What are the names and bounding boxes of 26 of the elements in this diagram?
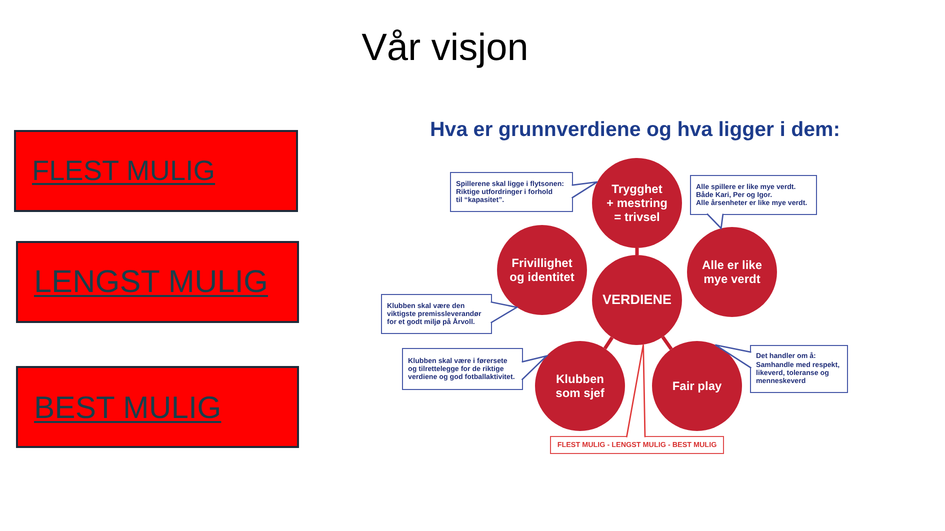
center-label: VERDIENE: [602, 293, 672, 307]
goal-box: [14, 130, 298, 212]
goal-link: LENGST MULIG: [34, 266, 268, 298]
callout-pointer: [706, 213, 724, 230]
goal-link: BEST MULIG: [34, 392, 222, 422]
goal-box: [16, 366, 299, 448]
callout-box: [690, 175, 817, 215]
callout-pointer: [490, 301, 519, 324]
connector-line: [603, 336, 614, 350]
value-label: Frivillighet og identitet: [510, 256, 574, 284]
goal-box: [16, 241, 299, 323]
callout-pointer: [521, 354, 549, 381]
tag-box: [550, 436, 724, 454]
callout-pointer: [571, 181, 598, 199]
connector-line: [635, 248, 639, 255]
value-label: Fair play: [672, 379, 722, 393]
value-label: Alle er like mye verdt: [702, 258, 762, 286]
value-label: Klubben som sjef: [556, 372, 604, 400]
slide-title: Vår visjon: [360, 29, 530, 67]
callout-box: [450, 172, 573, 212]
section-heading: Hva er grunnverdiene og hva ligger i dem:: [430, 120, 840, 140]
connector-line: [661, 336, 673, 350]
callout-pointer: [626, 344, 646, 438]
goal-link: FLEST MULIG: [32, 157, 216, 185]
value-label: Trygghet + mestring = trivsel: [606, 182, 668, 224]
callout-pointer: [714, 344, 752, 369]
